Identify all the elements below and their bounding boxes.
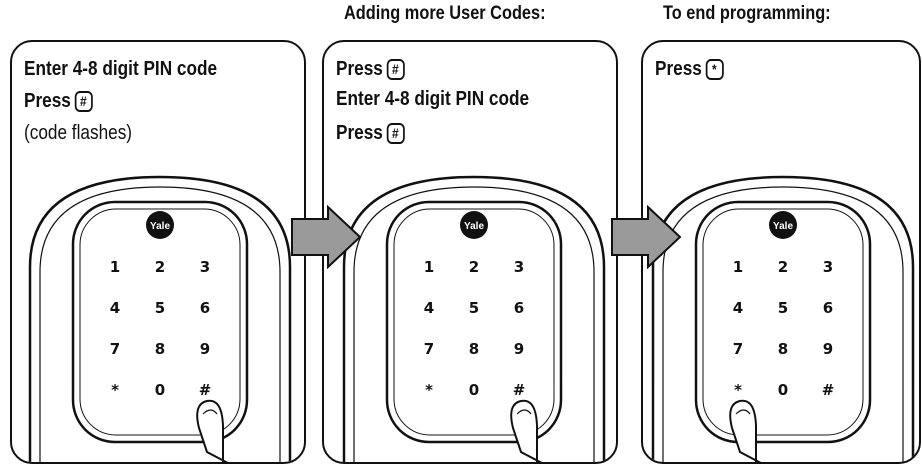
star-key-badge: * xyxy=(705,59,724,80)
instruction-press-key: Press# xyxy=(336,122,405,145)
instruction-press-key: Press* xyxy=(655,58,724,81)
keypad-key-2: 2 xyxy=(155,258,165,276)
keypad-key-pound: # xyxy=(513,381,526,399)
instruction-label: Press xyxy=(336,58,383,80)
keypad-key-pound: # xyxy=(199,381,212,399)
keypad-key-3: 3 xyxy=(514,258,524,276)
keypad-key-3: 3 xyxy=(200,258,210,276)
arrow-right-icon xyxy=(611,205,682,269)
instruction-label: Press xyxy=(24,90,71,112)
instruction-text: Enter 4-8 digit PIN code xyxy=(336,88,529,111)
keypad-key-8: 8 xyxy=(155,340,165,358)
instruction-label: Press xyxy=(336,122,383,144)
header-end-programming: To end programming: xyxy=(663,3,831,24)
instruction-label: Enter 4-8 digit PIN code xyxy=(336,88,530,110)
keypad-key-star: * xyxy=(734,381,742,399)
pound-key-badge: # xyxy=(386,59,405,80)
yale-keypad-lock: Yale 1 2 3 4 5 6 7 8 9 * 0 # xyxy=(651,175,915,462)
keypad-key-5: 5 xyxy=(155,299,165,317)
keypad-key-9: 9 xyxy=(823,340,833,358)
keypad-key-1: 1 xyxy=(424,258,434,276)
keypad-key-pound: # xyxy=(822,381,835,399)
keypad-key-4: 4 xyxy=(424,299,434,317)
keypad-key-7: 7 xyxy=(110,340,120,358)
keypad-key-9: 9 xyxy=(200,340,210,358)
yale-logo: Yale xyxy=(146,211,174,239)
keypad-key-2: 2 xyxy=(778,258,788,276)
keypad-key-0: 0 xyxy=(469,381,479,399)
keypad-key-8: 8 xyxy=(778,340,788,358)
instruction-text: (code flashes) xyxy=(24,122,132,145)
instruction-press-key: Press# xyxy=(336,58,405,81)
keypad-key-1: 1 xyxy=(110,258,120,276)
yale-logo: Yale xyxy=(769,211,797,239)
keypad-key-star: * xyxy=(425,381,433,399)
instruction-press-key: Press# xyxy=(24,90,93,113)
yale-keypad-lock: Yale 1 2 3 4 5 6 7 8 9 * 0 # xyxy=(342,175,606,462)
header-adding-more-user-codes: Adding more User Codes: xyxy=(344,3,546,24)
svg-text:Yale: Yale xyxy=(464,221,484,232)
keypad-key-1: 1 xyxy=(733,258,743,276)
yale-logo: Yale xyxy=(460,211,488,239)
instruction-label: (code flashes) xyxy=(24,122,133,144)
keypad-key-5: 5 xyxy=(778,299,788,317)
keypad-key-6: 6 xyxy=(514,299,524,317)
instruction-label: Enter 4-8 digit PIN code xyxy=(24,58,218,80)
keypad-key-8: 8 xyxy=(469,340,479,358)
svg-text:Yale: Yale xyxy=(150,221,170,232)
pound-key-badge: # xyxy=(74,91,93,112)
keypad-key-0: 0 xyxy=(155,381,165,399)
keypad-key-4: 4 xyxy=(110,299,120,317)
instruction-text: Enter 4-8 digit PIN code xyxy=(24,58,217,81)
keypad-key-2: 2 xyxy=(469,258,479,276)
keypad-key-5: 5 xyxy=(469,299,479,317)
keypad-key-6: 6 xyxy=(200,299,210,317)
keypad-key-6: 6 xyxy=(823,299,833,317)
keypad-key-0: 0 xyxy=(778,381,788,399)
pound-key-badge: # xyxy=(386,123,405,144)
instruction-label: Press xyxy=(655,58,702,80)
keypad-key-9: 9 xyxy=(514,340,524,358)
keypad-key-star: * xyxy=(111,381,119,399)
keypad-key-3: 3 xyxy=(823,258,833,276)
keypad-key-7: 7 xyxy=(424,340,434,358)
arrow-right-icon xyxy=(291,205,362,269)
keypad-key-4: 4 xyxy=(733,299,743,317)
svg-text:Yale: Yale xyxy=(773,221,793,232)
keypad-key-7: 7 xyxy=(733,340,743,358)
yale-keypad-lock: Yale 1 2 3 4 5 6 7 8 9 * 0 # xyxy=(28,175,292,462)
